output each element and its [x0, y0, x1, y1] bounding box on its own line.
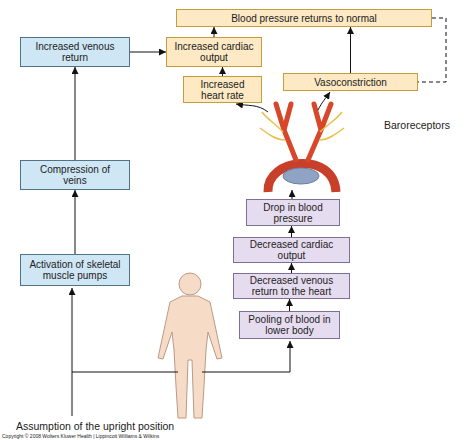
- label-text: Assumption of the upright position: [16, 420, 174, 432]
- process-box: Drop in blood pressure: [246, 199, 340, 226]
- process-box: Increased heart rate: [183, 76, 262, 103]
- flow-arrow: [289, 299, 290, 311]
- process-box: Pooling of blood in lower body: [239, 311, 340, 339]
- carotid-artery: [308, 104, 331, 160]
- heart-vessel: [283, 168, 319, 184]
- process-box: Vasoconstriction: [283, 73, 418, 91]
- flow-arrow: [236, 104, 268, 112]
- flow-arrow: [202, 341, 290, 372]
- process-box: Increased venous return: [20, 37, 130, 67]
- box-text: Decreased cardiac output: [240, 239, 343, 261]
- process-box: Decreased cardiac output: [233, 237, 350, 263]
- box-text: Vasoconstriction: [314, 77, 387, 88]
- flow-arrow: [222, 67, 223, 76]
- box-text: Blood pressure returns to normal: [231, 13, 377, 24]
- flow-arrow: [75, 67, 76, 160]
- aortic-arch: [268, 163, 336, 192]
- flow-arrow: [75, 190, 76, 254]
- human-head: [179, 273, 201, 295]
- carotid-artery: [276, 104, 296, 160]
- feedback-line: [418, 18, 446, 82]
- process-box: Blood pressure returns to normal: [176, 9, 432, 27]
- flow-arrow: [214, 27, 215, 37]
- process-box: Compression of veins: [20, 160, 130, 190]
- flow-arrow: [292, 190, 293, 199]
- process-box: Decreased venous return to the heart: [233, 273, 350, 299]
- box-text: Decreased venous return to the heart: [240, 275, 343, 297]
- box-text: Increased cardiac output: [173, 41, 255, 63]
- box-text: Drop in blood pressure: [253, 202, 333, 224]
- box-text: Activation of skeletal muscle pumps: [27, 259, 123, 281]
- flow-arrow: [318, 92, 330, 110]
- flow-arrow: [291, 226, 292, 237]
- flow-arrow: [291, 263, 292, 273]
- label-text: Baroreceptors: [384, 119, 450, 131]
- nerve-fiber: [260, 112, 344, 140]
- flow-arrow: [130, 52, 166, 53]
- label-text: Copyright © 2008 Wolters Kluwer Health |…: [2, 433, 159, 439]
- box-text: Increased heart rate: [190, 79, 255, 101]
- leader-line: [72, 372, 73, 416]
- process-box: Increased cardiac output: [166, 37, 262, 67]
- box-text: Increased venous return: [27, 41, 123, 63]
- human-figure: [158, 296, 222, 418]
- flow-arrow: [350, 27, 351, 73]
- box-text: Compression of veins: [27, 164, 123, 186]
- box-text: Pooling of blood in lower body: [246, 314, 333, 336]
- flow-arrow: [72, 288, 178, 372]
- process-box: Activation of skeletal muscle pumps: [20, 254, 130, 286]
